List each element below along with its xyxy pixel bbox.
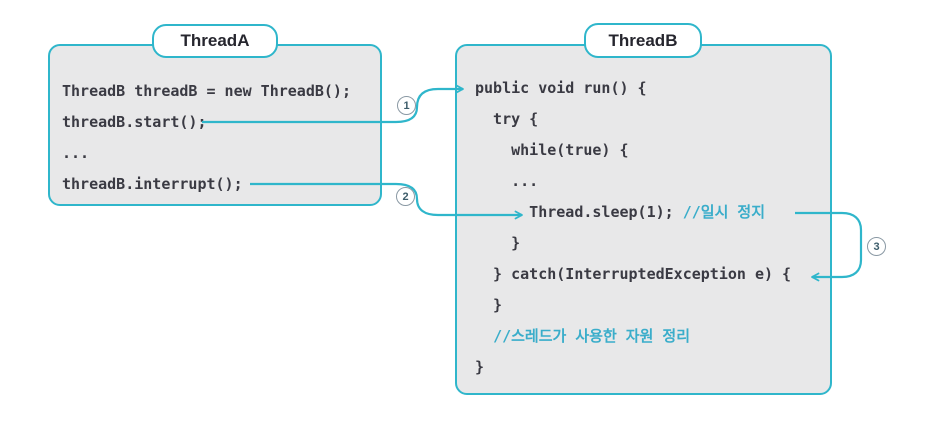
- code-line: try {: [475, 104, 791, 135]
- code-line: while(true) {: [475, 135, 791, 166]
- code-text: threadB.interrupt();: [62, 175, 243, 193]
- step-3-marker: 3: [867, 237, 886, 256]
- step-2-marker: 2: [396, 187, 415, 206]
- thread-a-tab: ThreadA: [152, 24, 278, 58]
- code-line: }: [475, 228, 791, 259]
- code-text: Thread.sleep(1);: [475, 203, 683, 221]
- step-2-label: 2: [402, 190, 409, 203]
- code-text: while(true) {: [475, 141, 629, 159]
- step-1-marker: 1: [397, 96, 416, 115]
- code-line: public void run() {: [475, 73, 791, 104]
- code-line: ...: [62, 138, 351, 169]
- code-line: threadB.interrupt();: [62, 169, 351, 200]
- code-text: [475, 327, 493, 345]
- code-line: //스레드가 사용한 자원 정리: [475, 321, 791, 352]
- step-1-label: 1: [403, 99, 410, 112]
- code-text: threadB.start();: [62, 113, 207, 131]
- code-text: try {: [475, 110, 539, 128]
- code-text: ...: [475, 172, 539, 190]
- code-text: ...: [62, 144, 90, 162]
- code-text: }: [475, 358, 485, 376]
- thread-a-title: ThreadA: [180, 31, 250, 50]
- thread-b-title: ThreadB: [608, 30, 678, 50]
- code-comment: //일시 정지: [682, 203, 766, 221]
- thread-a-code: ThreadB threadB = new ThreadB(); threadB.…: [62, 76, 351, 200]
- code-text: } catch(InterruptedException e) {: [475, 265, 792, 283]
- code-text: ThreadB threadB = new ThreadB();: [62, 82, 351, 100]
- code-line: }: [475, 352, 791, 383]
- thread-b-box: [455, 44, 832, 395]
- code-line: }: [475, 290, 791, 321]
- code-line: } catch(InterruptedException e) {: [475, 259, 791, 290]
- code-comment: //스레드가 사용한 자원 정리: [493, 327, 691, 345]
- code-line: threadB.start();: [62, 107, 351, 138]
- thread-b-code: public void run() { try { while(true) { …: [475, 73, 791, 383]
- code-line: Thread.sleep(1); //일시 정지: [475, 197, 791, 228]
- code-line: ...: [475, 166, 791, 197]
- code-text: public void run() {: [475, 79, 647, 97]
- code-text: }: [475, 234, 521, 252]
- thread-b-tab: ThreadB: [584, 23, 702, 58]
- code-text: }: [475, 296, 503, 314]
- step-3-label: 3: [873, 240, 880, 253]
- code-line: ThreadB threadB = new ThreadB();: [62, 76, 351, 107]
